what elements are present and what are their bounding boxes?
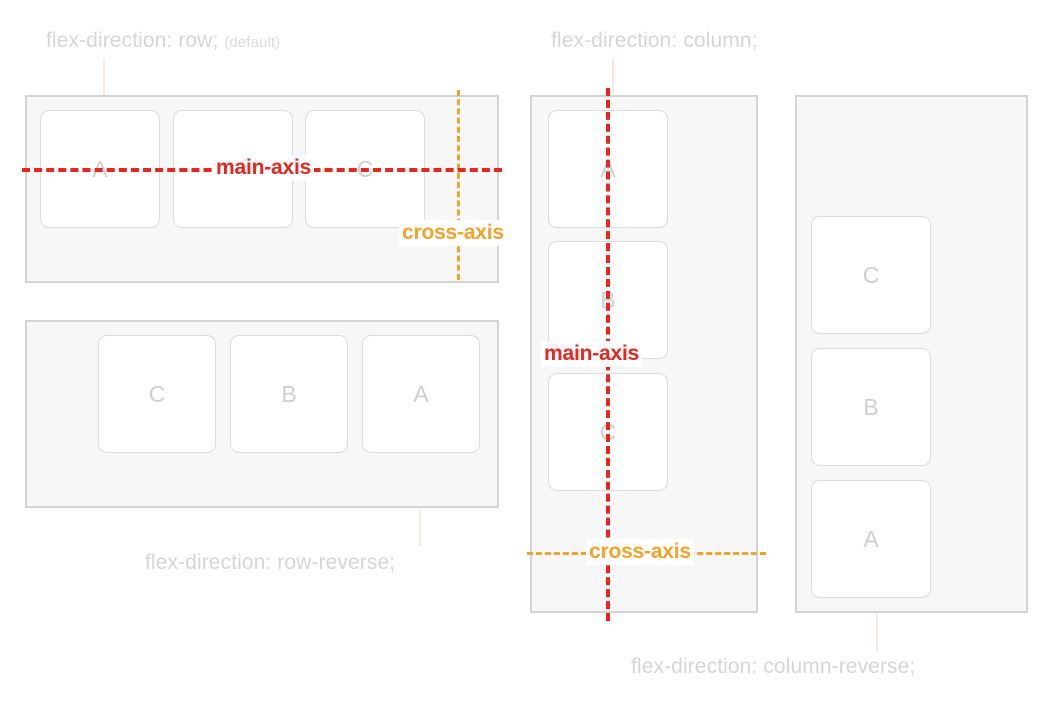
leader-line-column xyxy=(612,58,614,95)
caption-flex-direction-column-reverse: flex-direction: column-reverse; xyxy=(631,655,915,679)
caption-column-reverse-text: flex-direction: column-reverse; xyxy=(631,655,916,678)
caption-column-text: flex-direction: column; xyxy=(551,29,758,52)
leader-line-column-reverse xyxy=(876,614,878,651)
caption-flex-direction-row: flex-direction: row; (default) xyxy=(46,29,280,53)
flex-item-row-reverse-a: A xyxy=(362,335,480,453)
caption-flex-direction-row-reverse: flex-direction: row-reverse; xyxy=(145,551,395,575)
flex-item-label: B xyxy=(281,380,297,407)
cross-axis-label-column: cross-axis xyxy=(586,539,694,565)
flex-item-label: C xyxy=(148,380,166,407)
flex-item-column-reverse-c: C xyxy=(811,216,931,334)
main-axis-label-row: main-axis xyxy=(213,155,315,181)
caption-row-reverse-text: flex-direction: row-reverse; xyxy=(145,551,396,574)
leader-line-row xyxy=(103,58,105,95)
flex-item-column-reverse-b: B xyxy=(811,348,931,466)
cross-axis-line-row xyxy=(457,90,460,280)
leader-line-row-reverse xyxy=(419,509,421,546)
flex-item-label: A xyxy=(413,380,429,407)
flex-item-row-reverse-c: C xyxy=(98,335,216,453)
caption-row-default-note: (default) xyxy=(224,34,281,51)
caption-flex-direction-column: flex-direction: column; xyxy=(551,29,758,53)
flex-item-column-reverse-a: A xyxy=(811,480,931,598)
flex-item-label: C xyxy=(862,261,880,288)
main-axis-label-column: main-axis xyxy=(541,341,643,367)
flex-item-row-reverse-b: B xyxy=(230,335,348,453)
flex-item-label: A xyxy=(863,525,879,552)
flex-item-label: B xyxy=(863,393,879,420)
caption-row-text: flex-direction: row; xyxy=(46,29,219,52)
cross-axis-label-row: cross-axis xyxy=(399,220,507,246)
